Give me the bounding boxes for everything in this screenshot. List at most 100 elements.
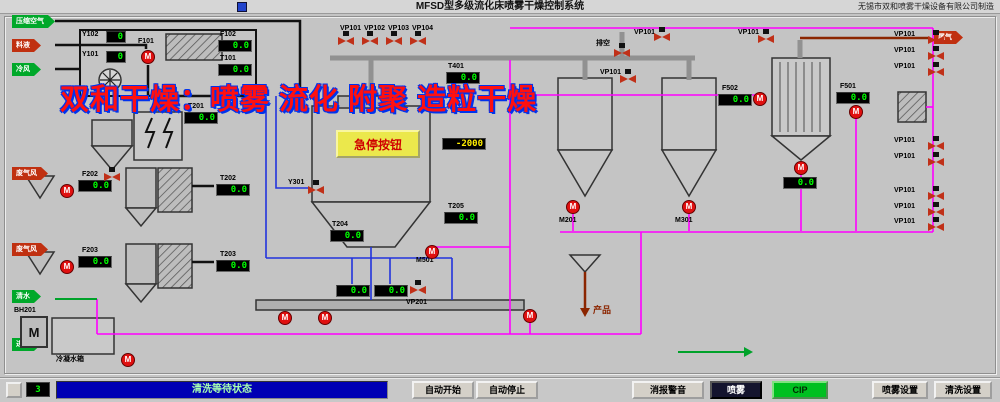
value-display: -2000 (442, 138, 486, 150)
instrument-tag: T205 (448, 203, 464, 210)
counter-display: 3 (26, 382, 50, 397)
instrument-tag: VP101 (894, 47, 916, 54)
instrument-tag: VP102 (364, 25, 386, 32)
manufacturer-label: 无锡市双和喷雾干燥设备有限公司制造 (858, 2, 994, 11)
valve-icon[interactable] (758, 29, 774, 45)
value-display: 0.0 (184, 112, 218, 124)
instrument-tag: VP103 (388, 25, 410, 32)
valve-icon[interactable] (410, 31, 426, 47)
pump-icon[interactable]: M (794, 161, 808, 175)
valve-icon[interactable] (928, 186, 944, 202)
instrument-tag: M301 (675, 217, 693, 224)
instrument-tag: F502 (722, 85, 738, 92)
flow-arrow: 清水 (12, 290, 41, 303)
instrument-tag: VP101 (894, 153, 916, 160)
instrument-tag: VP101 (894, 137, 916, 144)
valve-icon[interactable] (928, 46, 944, 62)
valve-icon[interactable] (928, 30, 944, 46)
instrument-tag: VP101 (340, 25, 362, 32)
instrument-tag: 冷凝水箱 (56, 356, 84, 363)
instrument-tag: Y301 (288, 179, 305, 186)
value-display: 0.0 (444, 212, 478, 224)
pump-icon[interactable]: M (849, 105, 863, 119)
value-display: 0.0 (78, 256, 112, 268)
instrument-tag: VP101 (894, 63, 916, 70)
valve-icon[interactable] (410, 280, 426, 296)
instrument-tag: T204 (332, 221, 348, 228)
value-display: 0.0 (216, 260, 250, 272)
valve-icon[interactable] (614, 43, 630, 59)
value-display: 0 (106, 51, 126, 63)
value-display: 0.0 (330, 230, 364, 242)
value-display: 0.0 (216, 184, 250, 196)
pump-icon[interactable]: M (523, 309, 537, 323)
instrument-tag: T201 (188, 103, 204, 110)
spray-button[interactable]: 喷雾 (710, 381, 762, 399)
valve-icon[interactable] (338, 31, 354, 47)
instrument-tag: VP101 (894, 31, 916, 38)
auto-start-button[interactable]: 自动开始 (412, 381, 474, 399)
flow-arrow: 废气风 (12, 243, 48, 256)
instrument-tag: T202 (220, 175, 236, 182)
diagram-frame (4, 16, 996, 374)
valve-icon[interactable] (654, 27, 670, 43)
instrument-tag: VP101 (894, 218, 916, 225)
value-display: 0 (106, 31, 126, 43)
clean-settings-button[interactable]: 清洗设置 (934, 381, 992, 399)
value-display: 0.0 (78, 180, 112, 192)
instrument-tag: M501 (416, 257, 434, 264)
pump-icon[interactable]: M (278, 311, 292, 325)
emergency-stop-button[interactable]: 急停按钮 (336, 130, 420, 158)
valve-icon[interactable] (386, 31, 402, 47)
valve-icon[interactable] (362, 31, 378, 47)
flow-arrow: 冷风 (12, 63, 41, 76)
indicator-button[interactable] (6, 382, 22, 398)
pump-icon[interactable]: M (753, 92, 767, 106)
flow-arrow: 料液 (12, 39, 41, 52)
pump-icon[interactable]: M (60, 260, 74, 274)
valve-icon[interactable] (104, 167, 120, 183)
status-bar: 清洗等待状态 (56, 381, 388, 399)
valve-icon[interactable] (928, 217, 944, 233)
instrument-tag: M201 (559, 217, 577, 224)
pump-icon[interactable]: M (121, 353, 135, 367)
valve-icon[interactable] (928, 136, 944, 152)
instrument-tag: VP101 (894, 187, 916, 194)
valve-icon[interactable] (620, 69, 636, 85)
pump-icon[interactable]: M (60, 184, 74, 198)
instrument-tag: T203 (220, 251, 236, 258)
pump-icon[interactable]: M (141, 50, 155, 64)
pump-icon[interactable]: M (566, 200, 580, 214)
flow-arrow: 废气风 (12, 167, 48, 180)
value-display: 0.0 (374, 285, 408, 297)
instrument-tag: VP201 (406, 299, 428, 306)
pump-icon[interactable]: M (682, 200, 696, 214)
auto-stop-button[interactable]: 自动停止 (476, 381, 538, 399)
cip-button[interactable]: CIP (772, 381, 828, 399)
value-display: 0.0 (836, 92, 870, 104)
instrument-tag: VP101 (634, 29, 656, 36)
instrument-tag: F102 (220, 31, 236, 38)
instrument-tag: T401 (448, 63, 464, 70)
instrument-tag: 排空 (596, 40, 610, 47)
instrument-tag: F101 (138, 38, 154, 45)
value-display: 0.0 (218, 40, 252, 52)
valve-icon[interactable] (308, 180, 324, 196)
valve-icon[interactable] (928, 62, 944, 78)
mute-alarm-button[interactable]: 消报警音 (632, 381, 704, 399)
flow-arrow: 压缩空气 (12, 15, 55, 28)
control-bar: 3 清洗等待状态 自动开始自动停止 消报警音喷雾 CIP 喷雾设置清洗设置 (0, 377, 1000, 402)
spray-settings-button[interactable]: 喷雾设置 (872, 381, 928, 399)
value-display: 0.0 (783, 177, 817, 189)
instrument-tag: Y101 (82, 51, 99, 58)
motor-icon: M (20, 316, 48, 348)
app-icon (237, 2, 247, 12)
value-display: 0.0 (336, 285, 370, 297)
instrument-tag: BH201 (14, 307, 36, 314)
pump-icon[interactable]: M (425, 245, 439, 259)
valve-icon[interactable] (928, 152, 944, 168)
instrument-tag: VP101 (738, 29, 760, 36)
pump-icon[interactable]: M (318, 311, 332, 325)
instrument-tag: VP104 (412, 25, 434, 32)
valve-icon[interactable] (928, 202, 944, 218)
